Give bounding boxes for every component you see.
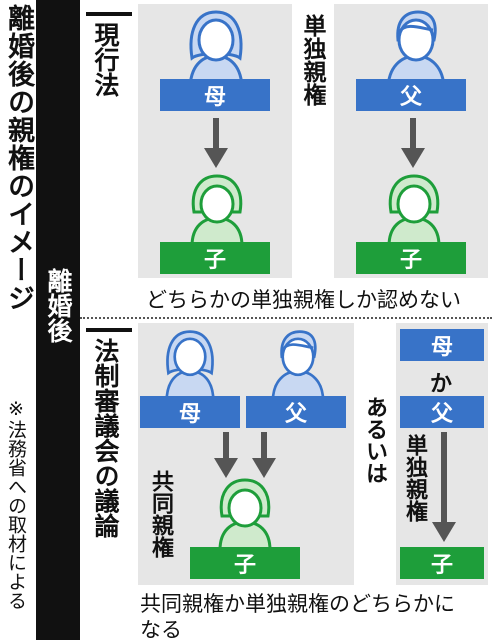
arrow-down-icon	[252, 432, 276, 478]
sole-or-text: か	[430, 372, 453, 397]
mother-icon	[188, 10, 244, 90]
deliberation-caption-1: 共同親権か単独親権のどちらかに	[140, 592, 455, 616]
arrow-down-icon	[401, 118, 425, 168]
section-mark-2	[86, 328, 132, 332]
current-law-heading: 現行法	[91, 22, 120, 97]
current-child-label-2: 子	[356, 242, 466, 274]
child-icon	[218, 478, 272, 550]
sole-father-label: 父	[400, 396, 484, 428]
side-band-label: 離婚後	[44, 268, 73, 343]
current-mother-label: 母	[160, 79, 270, 111]
arrow-down-icon	[432, 432, 456, 542]
child-icon	[387, 174, 441, 246]
joint-custody-label: 共同親権	[148, 470, 173, 558]
side-band	[36, 0, 80, 640]
child-icon	[190, 174, 244, 246]
current-law-caption: どちらかの単独親権しか認めない	[146, 288, 461, 312]
father-icon	[271, 330, 325, 402]
father-icon	[386, 10, 446, 90]
joint-father-label: 父	[246, 396, 346, 428]
sole-custody-label-2: 単独親権	[402, 434, 427, 522]
current-father-label: 父	[356, 79, 466, 111]
deliberation-caption-2: なる	[140, 618, 182, 642]
section-mark-1	[86, 12, 132, 16]
page-title: 離婚後の親権のイメージ	[3, 4, 34, 312]
deliberation-heading: 法制審議会の議論	[91, 338, 120, 538]
or-text: あるいは	[362, 396, 387, 484]
joint-child-label: 子	[190, 547, 300, 579]
sole-child-label: 子	[400, 547, 484, 579]
sole-mother-label: 母	[400, 329, 484, 361]
arrow-down-icon	[204, 118, 228, 168]
joint-mother-label: 母	[140, 396, 240, 428]
source-note: ※法務省への取材による	[5, 398, 27, 610]
section-divider	[80, 317, 492, 319]
mother-icon	[165, 330, 215, 402]
current-child-label-1: 子	[160, 242, 270, 274]
sole-custody-label: 単独親権	[299, 14, 325, 106]
arrow-down-icon	[214, 432, 238, 478]
